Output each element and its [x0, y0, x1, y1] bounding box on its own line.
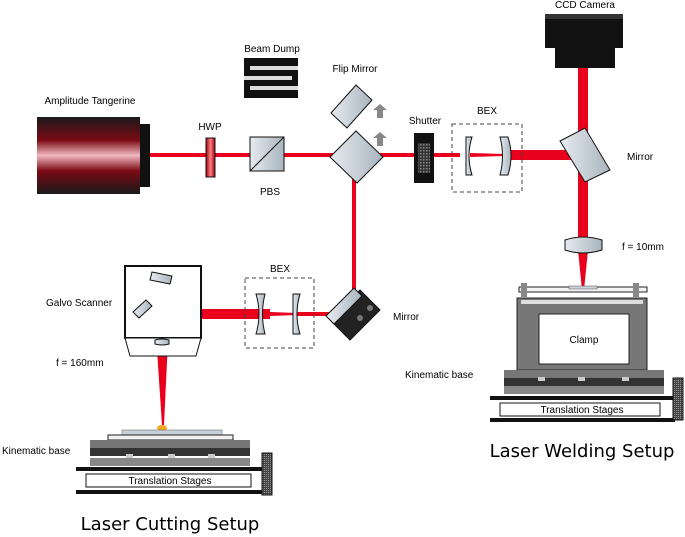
polarizing-beam-splitter: PBS — [249, 136, 285, 198]
beam-dump-label: Beam Dump — [244, 44, 300, 55]
flip-mirror-label: Flip Mirror — [333, 64, 379, 75]
laser-cutting-setup-title: Laser Cutting Setup — [81, 514, 260, 535]
galvo-scanner: Galvo Scanner — [46, 265, 202, 357]
mirror-top-label: Mirror — [627, 152, 654, 163]
mirror-bottom: Mirror — [325, 287, 420, 341]
laser-welding-setup-title: Laser Welding Setup — [490, 441, 675, 462]
beam-expander-bottom: BEX — [244, 264, 315, 349]
laser-welding-stage: Clamp Kinematic base Translation Stages — [405, 283, 684, 422]
bex-bottom-label: BEX — [270, 264, 290, 275]
shutter-label: Shutter — [409, 116, 442, 127]
amplitude-tangerine-laser: Amplitude Tangerine — [37, 96, 150, 194]
translation-stages-right-label: Translation Stages — [540, 405, 623, 416]
half-wave-plate: HWP — [198, 122, 222, 178]
laser-cutting-stage: Kinematic base Translation Stages — [2, 425, 273, 496]
f-10mm-label: f = 10mm — [622, 242, 664, 253]
shutter: Shutter — [409, 116, 442, 183]
beam-dump: Beam Dump — [244, 44, 300, 98]
galvo-scanner-label: Galvo Scanner — [46, 298, 113, 309]
bex-top-label: BEX — [477, 106, 497, 117]
kinematic-base-left-label: Kinematic base — [2, 446, 71, 457]
mirror-top: Mirror — [559, 127, 654, 183]
kinematic-base-right-label: Kinematic base — [405, 370, 474, 381]
hwp-label: HWP — [198, 122, 222, 133]
mirror-bottom-label: Mirror — [393, 312, 420, 323]
ccd-camera: CCD Camera — [545, 0, 623, 68]
laser-label: Amplitude Tangerine — [45, 96, 136, 107]
translation-stages-left-label: Translation Stages — [128, 476, 211, 487]
ccd-camera-label: CCD Camera — [555, 0, 615, 11]
focus-lens-10mm: f = 10mm — [564, 236, 664, 254]
f-160mm-label: f = 160mm — [56, 358, 104, 369]
clamp-label: Clamp — [570, 335, 599, 346]
flip-mirror: Flip Mirror — [329, 64, 387, 184]
beam-expander-top: BEX — [451, 106, 523, 193]
pbs-label: PBS — [260, 187, 280, 198]
